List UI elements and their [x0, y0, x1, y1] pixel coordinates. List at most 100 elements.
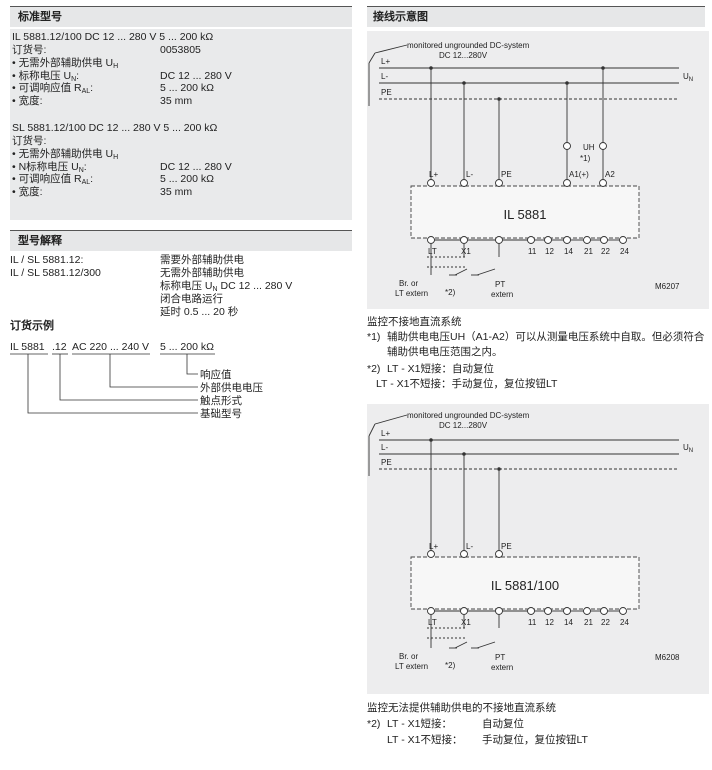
desc1-note1-a: 辅助供电电压UH（A1-A2）可以从测量电压系统中自取。但必须符合	[387, 331, 705, 343]
diag1-bottom-label-7: 21	[584, 247, 593, 256]
order-contact: .12	[52, 341, 67, 353]
wiring-diagram-2: monitored ungrounded DC-system DC 12...2…	[367, 404, 709, 694]
type-row-1-value: 需要外部辅助供电	[160, 254, 244, 266]
diag2-bottom-label-4: 11	[528, 618, 537, 627]
standard-types-box: IL 5881.12/100 DC 12 ... 280 V 5 ... 200…	[10, 29, 352, 220]
order-example-title: 订货示例	[10, 320, 54, 332]
sl-order-label: 订货号:	[12, 135, 47, 147]
order-supply: AC 220 ... 240 V	[72, 341, 149, 353]
desc2-note2-a: LT - X1短接：	[387, 718, 452, 730]
d2-ext-pt: PT	[495, 653, 505, 662]
desc1-note1-tag: *1)	[367, 331, 381, 343]
d2-ext-mark: *2)	[445, 661, 456, 670]
diag1-bottom-terminal-9	[619, 236, 627, 244]
d1-term-pe: PE	[501, 170, 512, 179]
diag1-bottom-terminal-8	[600, 236, 608, 244]
d1-un-label: UN	[683, 72, 693, 83]
diag2-bottom-label-7: 21	[584, 618, 593, 627]
diag1-bottom-label-5: 12	[545, 247, 554, 256]
d2-term-lplus: L+	[429, 542, 438, 551]
sl-item-4-value: 35 mm	[160, 185, 193, 198]
diag1-bottom-terminal-2	[460, 236, 468, 244]
standard-types-header: 标准型号	[10, 6, 352, 27]
desc2-note2-a2: 自动复位	[482, 718, 524, 730]
d1-term-lplus: L+	[429, 170, 438, 179]
sl-type-line: SL 5881.12/100 DC 12 ... 280 V 5 ... 200…	[12, 122, 218, 134]
type-row-2-key: IL / SL 5881.12/300	[10, 267, 101, 279]
diag1-bottom-terminal-1	[427, 236, 435, 244]
sl-item-3: • 可调响应值 RAL:	[12, 173, 94, 186]
diag1-bottom-terminal-3	[495, 236, 503, 244]
type-row-2-value: 无需外部辅助供电	[160, 267, 244, 279]
d1-ext-left-1: Br. or	[399, 279, 418, 288]
d2-term-lminus: L-	[466, 542, 473, 551]
diag1-bottom-terminal-6	[563, 236, 571, 244]
diag2-bottom-terminal-3	[495, 607, 503, 615]
il-item-1: • 无需外部辅助供电 UH	[12, 57, 119, 70]
order-label-response: 响应值	[200, 368, 232, 381]
diag2-bottom-terminal-9	[619, 607, 627, 615]
d1-device-label: IL 5881	[504, 207, 547, 222]
d2-ext-left-1: Br. or	[399, 652, 418, 661]
d1-term-lminus: L-	[466, 170, 473, 179]
d2-code: M6208	[655, 653, 680, 662]
d2-rail-lminus: L-	[381, 443, 388, 452]
d1-ext-left-2: LT extern	[395, 289, 428, 298]
d1-ext-pt: PT	[495, 280, 505, 289]
sl-item-2: • N标称电压 UN:	[12, 160, 87, 174]
d1-ext-right: extern	[491, 290, 513, 299]
diag2-bottom-terminal-1	[427, 607, 435, 615]
wiring-diagram-header: 接线示意图	[367, 6, 705, 27]
sl-item-3-value: 5 ... 200 kΩ	[160, 173, 214, 185]
desc1-note2-b: LT - X1不短接：手动复位，复位按钮LT	[376, 378, 558, 390]
sl-item-4: • 宽度:	[12, 185, 43, 198]
diag1-bottom-terminal-4	[527, 236, 535, 244]
diag1-bottom-label-9: 24	[620, 247, 629, 256]
il-order-number: 0053805	[160, 44, 201, 56]
d1-uh-label: UH	[583, 143, 595, 152]
d2-device-label: IL 5881/100	[491, 578, 559, 593]
order-label-base: 基础型号	[200, 407, 242, 420]
desc2-note2-b: LT - X1不短接：	[387, 734, 463, 746]
d2-range-label: DC 12...280V	[439, 421, 488, 430]
d2-rail-lplus: L+	[381, 429, 390, 438]
diag2-bottom-terminal-8	[600, 607, 608, 615]
diag1-bottom-label-6: 14	[564, 247, 573, 256]
desc1-note2-tag: *2)	[367, 363, 381, 375]
d1-code: M6207	[655, 282, 680, 291]
il-type-line: IL 5881.12/100 DC 12 ... 280 V 5 ... 200…	[12, 31, 214, 43]
d1-rail-pe: PE	[381, 88, 392, 97]
type-explanation-header: 型号解释	[10, 230, 352, 251]
desc2-note2-tag: *2)	[367, 718, 381, 730]
diag2-bottom-terminal-4	[527, 607, 535, 615]
il-item-2-value: DC 12 ... 280 V	[160, 69, 232, 82]
order-label-contact: 触点形式	[200, 394, 242, 407]
d1-ext-mark: *2)	[445, 288, 456, 297]
diag2-bottom-terminal-7	[583, 607, 591, 615]
order-response: 5 ... 200 kΩ	[160, 341, 214, 353]
d1-rail-lplus: L+	[381, 57, 390, 66]
diag2-bottom-label-1: LT	[428, 618, 437, 627]
d2-term-pe: PE	[501, 542, 512, 551]
diag2-bottom-label-2: X1	[461, 618, 471, 627]
d2-un-label: UN	[683, 443, 693, 454]
il-item-4: • 宽度:	[12, 94, 43, 107]
il-item-3: • 可调响应值 RAL:	[12, 82, 94, 95]
diag1-bottom-label-2: X1	[461, 247, 471, 256]
d1-term-a1: A1(+)	[569, 170, 589, 179]
order-label-supply: 外部供电电压	[200, 381, 263, 394]
type-row-1-key: IL / SL 5881.12:	[10, 254, 84, 266]
d2-rail-pe: PE	[381, 458, 392, 467]
il-item-4-value: 35 mm	[160, 94, 193, 107]
desc2-title: 监控无法提供辅助供电的不接地直流系统	[367, 702, 556, 714]
diag1-bottom-label-4: 11	[528, 247, 537, 256]
diag1-bottom-label-8: 22	[601, 247, 610, 256]
sl-item-2-value: DC 12 ... 280 V	[160, 160, 232, 173]
d2-system-label: monitored ungrounded DC-system	[407, 411, 530, 420]
desc1-title: 监控不接地直流系统	[367, 316, 462, 328]
type-closed-circuit: 闭合电路运行	[160, 293, 223, 305]
diag2-bottom-terminal-5	[544, 607, 552, 615]
d1-rail-lminus: L-	[381, 72, 388, 81]
order-base-type: IL 5881	[10, 341, 45, 353]
order-example-diagram: IL 5881 .12 AC 220 ... 240 V 5 ... 200 k…	[10, 341, 263, 420]
